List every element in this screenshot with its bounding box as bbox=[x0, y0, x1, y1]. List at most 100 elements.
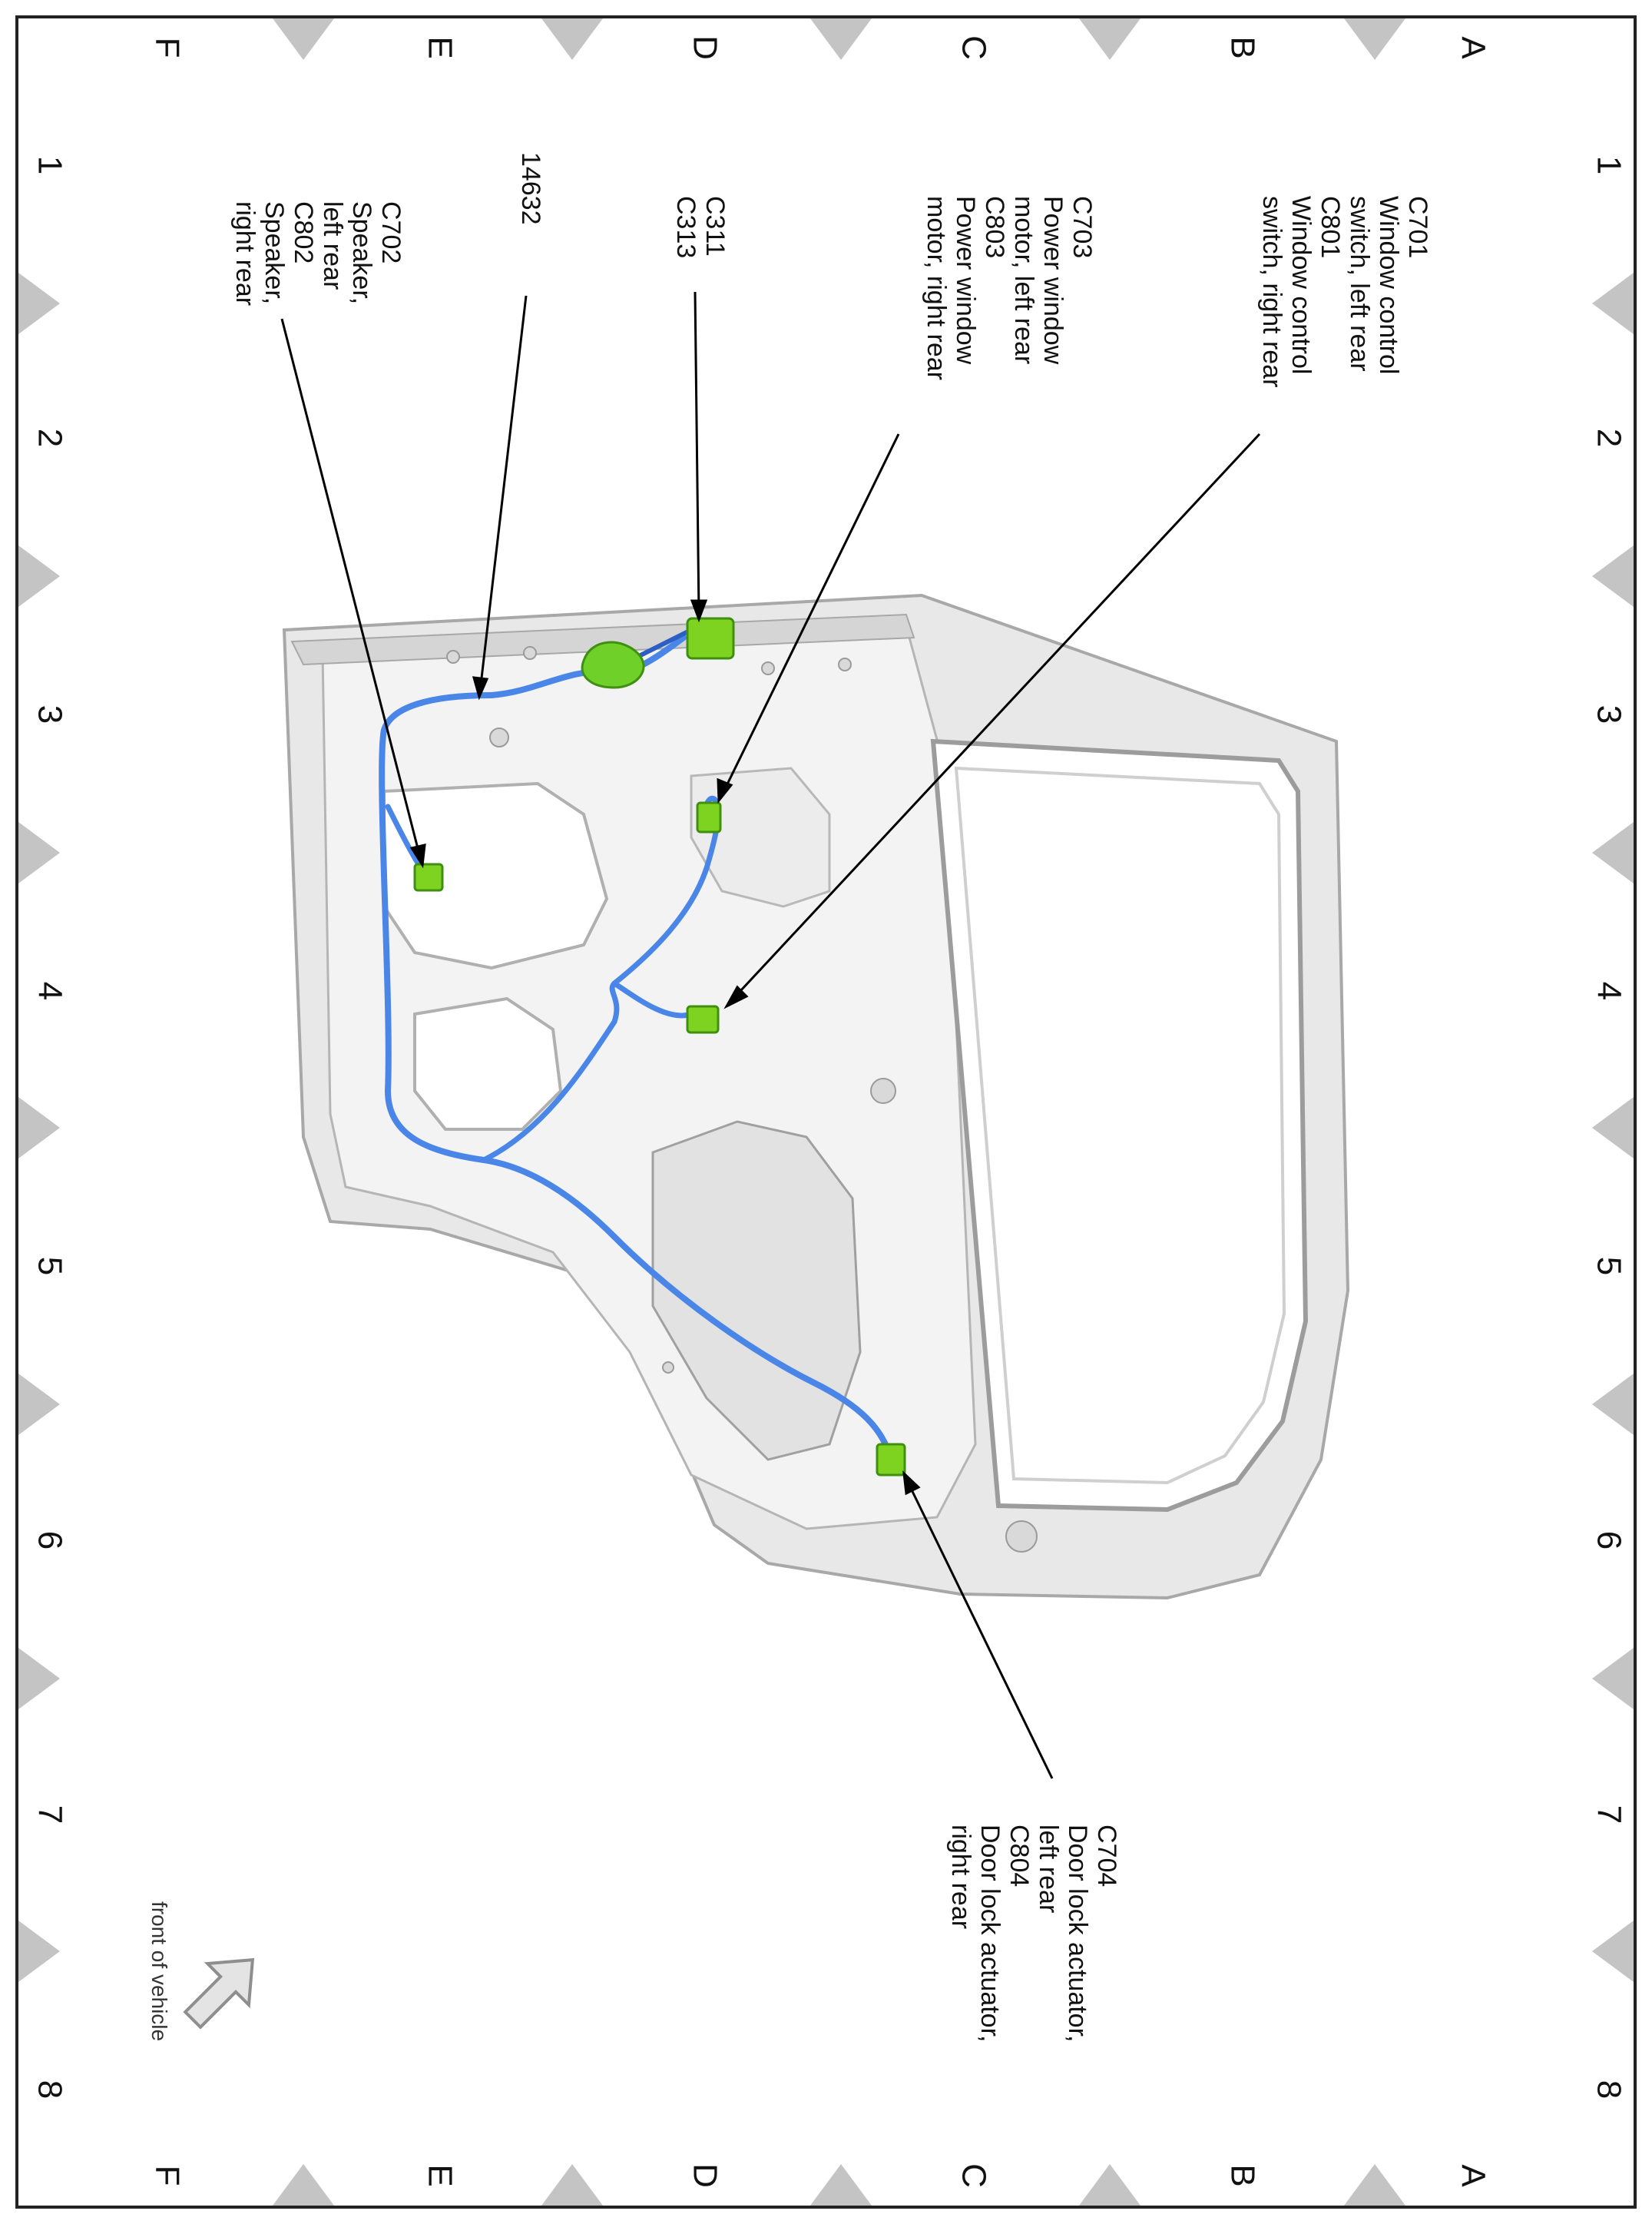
edge-marker bbox=[1592, 1374, 1634, 1435]
grid-letter: F bbox=[148, 38, 186, 58]
connector-c702-c802 bbox=[413, 863, 444, 892]
harness-wire-window-motor bbox=[611, 795, 721, 986]
speaker-cutout-upper bbox=[382, 781, 609, 970]
callout-line: motor, right rear bbox=[922, 196, 951, 380]
grid-number: 6 bbox=[31, 1531, 68, 1550]
edge-marker bbox=[1592, 273, 1634, 334]
edge-marker bbox=[18, 1097, 60, 1158]
grid-number: 3 bbox=[1590, 705, 1627, 724]
grid-letter: E bbox=[421, 36, 459, 58]
grid-number: 7 bbox=[1590, 1805, 1627, 1824]
grid-letter: D bbox=[686, 35, 723, 60]
callout-line: Power window bbox=[1038, 196, 1068, 365]
svg-text:C702Speaker,left rearC802Speak: C702Speaker,left rearC802Speaker,right r… bbox=[230, 201, 406, 306]
arrow-icon bbox=[183, 1957, 255, 2030]
edge-marker bbox=[810, 18, 872, 60]
callout-14632: 14632 bbox=[516, 152, 545, 225]
callout-line: C701 bbox=[1403, 196, 1432, 258]
diagram-border bbox=[15, 15, 1637, 2209]
callout-line: Window control bbox=[1286, 196, 1316, 374]
svg-text:C701Window controlswitch, left: C701Window controlswitch, left rearC801W… bbox=[1257, 196, 1432, 387]
edge-marker bbox=[541, 18, 603, 60]
callout-line: Speaker, bbox=[347, 201, 376, 304]
leader-c704-arrow bbox=[902, 1470, 921, 1496]
window-frame-inner bbox=[954, 766, 1286, 1485]
edge-marker bbox=[541, 2164, 603, 2206]
svg-text:C704Door lock actuator,left re: C704Door lock actuator,left rearC804Door… bbox=[946, 1825, 1121, 2042]
speaker-cutout-lower bbox=[413, 996, 563, 1131]
window-opening bbox=[930, 738, 1309, 1513]
callout-line: Window control bbox=[1374, 196, 1403, 374]
callout-line: C802 bbox=[289, 201, 318, 263]
callout-c311: C311C313 bbox=[671, 196, 730, 258]
grid-letters-top: A B C D E F bbox=[148, 35, 1491, 60]
connectors bbox=[413, 617, 906, 1477]
leader-c701-arrow bbox=[723, 985, 749, 1009]
grid-letter: A bbox=[1454, 36, 1491, 59]
edge-marker bbox=[1592, 1921, 1634, 1982]
grid-number: 8 bbox=[1590, 2080, 1627, 2099]
svg-text:14632: 14632 bbox=[516, 152, 545, 225]
grid-number: 7 bbox=[31, 1805, 68, 1824]
grid-number: 5 bbox=[1590, 1257, 1627, 1275]
edge-marker bbox=[1592, 1648, 1634, 1709]
grid-number: 1 bbox=[1590, 156, 1627, 174]
leader-c703 bbox=[720, 433, 900, 796]
grid-letter: B bbox=[1223, 36, 1261, 58]
callout-line: C313 bbox=[671, 196, 700, 258]
callout-line: Door lock actuator, bbox=[975, 1825, 1005, 2042]
edge-marker bbox=[18, 1648, 60, 1709]
grid-number: 3 bbox=[31, 705, 68, 724]
callout-line: motor, left rear bbox=[1009, 196, 1038, 364]
edge-marker bbox=[18, 273, 60, 334]
edge-marker bbox=[1592, 1097, 1634, 1158]
grid-numbers-right: 1 2 3 4 5 6 7 8 bbox=[1590, 156, 1627, 2099]
grid-letter: B bbox=[1223, 2164, 1261, 2186]
callout-c701: C701Window controlswitch, left rearC801W… bbox=[1257, 196, 1432, 387]
edge-marker bbox=[810, 2164, 872, 2206]
window-motor-plate bbox=[690, 767, 831, 908]
grid-letter: F bbox=[148, 2166, 186, 2186]
leader-c704 bbox=[905, 1478, 1054, 1779]
leader-c702-arrow bbox=[409, 844, 426, 869]
harness-wire-window-switch bbox=[481, 980, 694, 1163]
callout-line: left rear bbox=[318, 201, 347, 290]
callout-c704: C704Door lock actuator,left rearC804Door… bbox=[946, 1825, 1121, 2042]
grid-letter: E bbox=[421, 2164, 459, 2186]
connector-c703-c803 bbox=[696, 801, 722, 834]
grid-letter: C bbox=[955, 35, 992, 60]
grid-number: 5 bbox=[31, 1257, 68, 1275]
connector-c311-c313 bbox=[686, 617, 735, 660]
orientation-text: front of vehicle bbox=[147, 1901, 171, 2041]
grid-number: 1 bbox=[31, 156, 68, 174]
edge-marker bbox=[18, 545, 60, 607]
callout-line: right rear bbox=[230, 201, 260, 306]
callout-line: C702 bbox=[376, 201, 406, 263]
callout-line: switch, left rear bbox=[1345, 196, 1374, 372]
leader-14632 bbox=[478, 295, 528, 692]
edge-marker bbox=[1079, 18, 1141, 60]
edge-marker bbox=[1592, 545, 1634, 607]
harness-grommet bbox=[581, 641, 645, 689]
grid-number: 6 bbox=[1590, 1531, 1627, 1550]
harness-wire-main bbox=[379, 635, 894, 1463]
callout-line: switch, right rear bbox=[1257, 196, 1286, 387]
callout-line: Door lock actuator, bbox=[1063, 1825, 1092, 2042]
callout-line: 14632 bbox=[516, 152, 545, 225]
edge-marker bbox=[1344, 18, 1405, 60]
callout-line: Power window bbox=[951, 196, 980, 365]
callout-c702: C702Speaker,left rearC802Speaker,right r… bbox=[230, 201, 406, 306]
callout-line: C703 bbox=[1068, 196, 1097, 258]
callout-line: C801 bbox=[1316, 196, 1345, 258]
svg-text:C311C313: C311C313 bbox=[671, 196, 730, 258]
orientation-label: front of vehicle bbox=[147, 1901, 171, 2041]
edge-marker bbox=[18, 1921, 60, 1982]
leader-lines bbox=[280, 291, 1261, 1779]
edge-marker bbox=[1344, 2164, 1405, 2206]
callout-line: Speaker, bbox=[260, 201, 289, 304]
grid-letter: A bbox=[1454, 2164, 1491, 2187]
leader-c702 bbox=[280, 318, 422, 861]
callout-c703: C703Power windowmotor, left rearC803Powe… bbox=[922, 196, 1097, 380]
leader-c701 bbox=[728, 433, 1261, 1004]
